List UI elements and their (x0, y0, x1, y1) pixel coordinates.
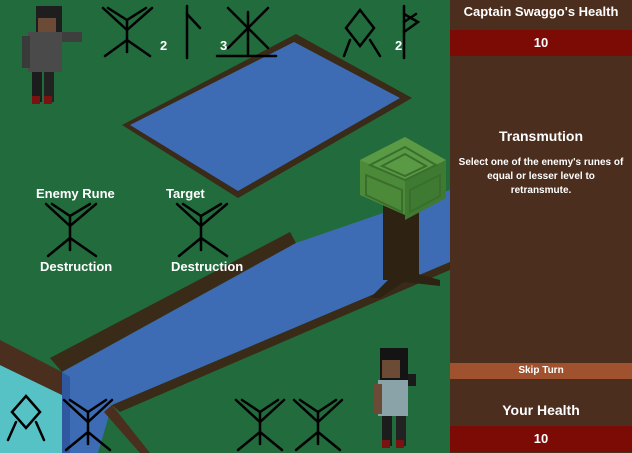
tree-roots (370, 270, 404, 298)
rune-thurisaz-count: 2 (395, 38, 403, 53)
skip-turn-button[interactable]: Skip Turn (450, 363, 632, 379)
rune-hourglass-icon[interactable] (215, 6, 278, 58)
shore-edge-right (104, 405, 150, 453)
rune-othala-bottom-icon[interactable] (6, 394, 46, 442)
tree-trunk (383, 205, 419, 280)
transmute-heading: Transmution (498, 128, 583, 144)
river-bank-lower (112, 262, 450, 412)
enemy-rune-icon[interactable] (44, 202, 98, 258)
pond-water (130, 42, 400, 191)
target-rune-name: Destruction (171, 259, 244, 274)
enemy-captain-swaggo[interactable] (22, 6, 82, 104)
side-panel: Captain Swaggo's Health 10 Transmution S… (450, 0, 632, 453)
target-label: Target (166, 186, 205, 201)
river-bank-shadow (50, 232, 296, 372)
transmute-description: Select one of the enemy's runes of equal… (458, 157, 624, 196)
river (62, 190, 450, 453)
target-rune-icon[interactable] (175, 202, 229, 258)
rune-arrow-count: 2 (160, 38, 168, 53)
rune-y-bottom-2-icon[interactable] (234, 398, 286, 452)
enemy-rune-name: Destruction (40, 259, 113, 274)
grass-lower-right (120, 270, 450, 453)
rune-arrow-icon[interactable] (185, 4, 202, 60)
your-health-title: Your Health (502, 402, 580, 418)
rune-thurisaz-icon[interactable] (402, 4, 421, 60)
enemy-health-title: Captain Swaggo's Health (463, 4, 619, 19)
rune-hourglass-count: 3 (220, 38, 228, 53)
rune-othala-icon[interactable] (342, 7, 382, 58)
rune-y-bottom-1-icon[interactable] (62, 398, 114, 452)
tree-roots-right (404, 270, 440, 286)
enemy-rune-label: Enemy Rune (36, 186, 115, 201)
shore-edge (0, 340, 62, 395)
player-character[interactable] (374, 348, 416, 448)
tree-canopy-pattern (365, 145, 441, 214)
your-health-bar: 10 (450, 426, 632, 452)
rune-y-icon[interactable] (101, 6, 154, 58)
game-scene (0, 4, 450, 453)
rune-y-bottom-3-icon[interactable] (292, 398, 344, 452)
shallow-water (0, 365, 62, 453)
river-wall-left (62, 372, 70, 453)
enemy-health-bar: 10 (450, 30, 632, 56)
